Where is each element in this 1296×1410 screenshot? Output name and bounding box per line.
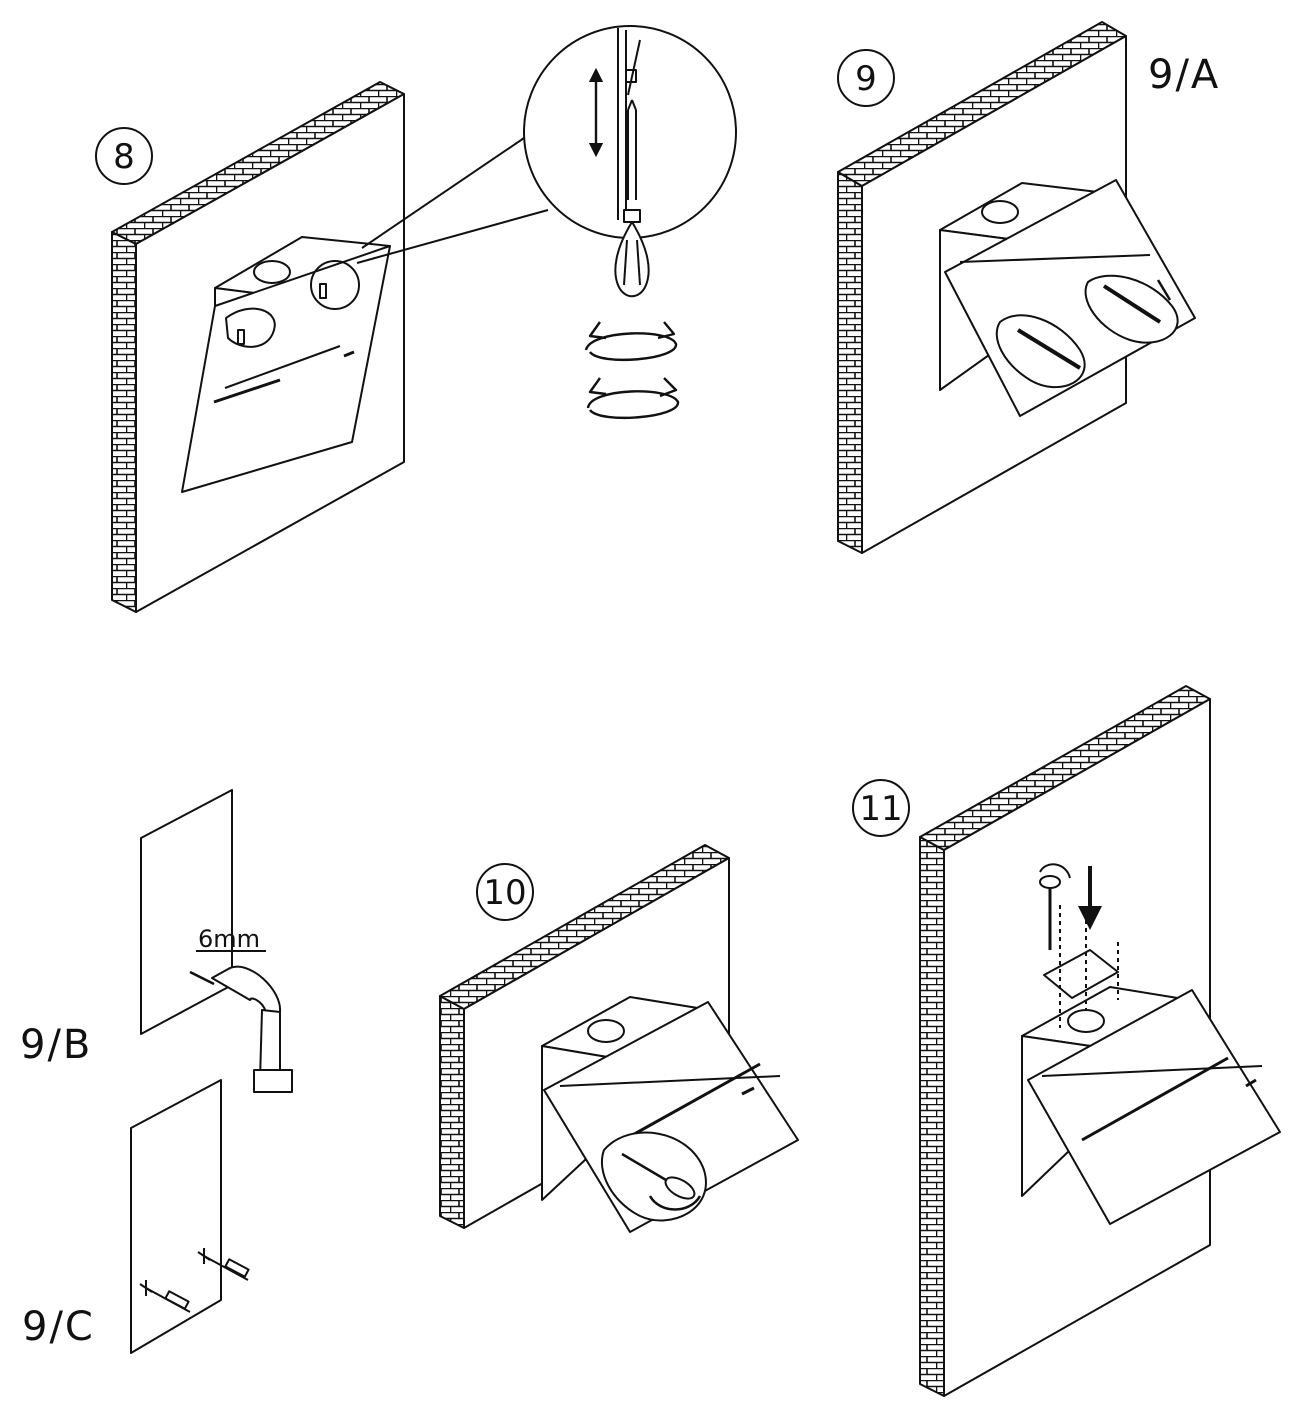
step-8-number: 8 xyxy=(113,137,135,177)
substep-9b-panel xyxy=(140,789,293,1093)
step-8-badge xyxy=(95,127,153,185)
rotate-arrows-icon xyxy=(584,321,680,420)
substep-9b-label: 9/B xyxy=(20,1022,92,1068)
detail-magnifier-8 xyxy=(356,25,737,264)
step-9-panel xyxy=(837,21,1196,554)
step-9-badge xyxy=(837,49,895,107)
hood-11 xyxy=(1021,986,1281,1225)
drill-size-label: 6mm xyxy=(198,925,260,953)
hood-9 xyxy=(939,179,1196,417)
step-11-panel xyxy=(852,685,1281,1397)
fixing-screw-icon xyxy=(1039,863,1119,1028)
step-11-number: 11 xyxy=(859,789,902,829)
screwdriver-icon xyxy=(614,209,650,298)
step-8-panel xyxy=(95,25,737,613)
hood-8 xyxy=(181,236,391,493)
wall-plugs-icon xyxy=(139,1248,250,1313)
step-10-badge xyxy=(476,863,534,921)
wall-sheet-9c xyxy=(130,1079,222,1354)
substep-9c-panel xyxy=(130,1079,250,1354)
step-9-number: 9 xyxy=(855,59,877,99)
hood-10 xyxy=(541,996,799,1233)
drill-icon xyxy=(189,965,293,1093)
substep-9a-label: 9/A xyxy=(1148,52,1220,98)
step-10-number: 10 xyxy=(483,873,526,913)
substep-9c-label: 9/C xyxy=(22,1304,95,1350)
step-10-panel xyxy=(439,844,799,1233)
step-11-badge xyxy=(852,779,910,837)
wall-9 xyxy=(837,21,1127,554)
wall-sheet-9b xyxy=(140,789,233,1035)
